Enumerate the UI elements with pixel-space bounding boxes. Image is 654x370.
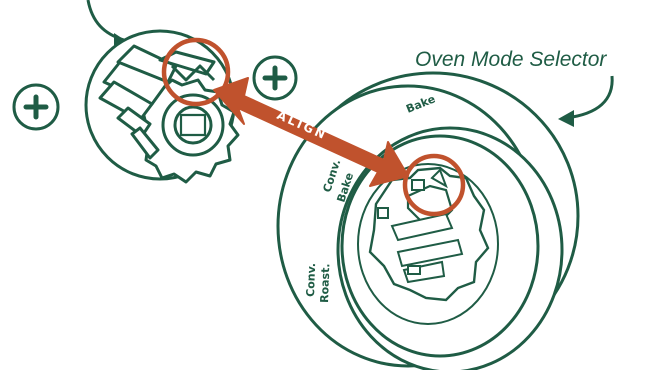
ring-socket-slot [396,238,464,268]
selector-alignment-highlight [402,153,466,217]
plus-icon [12,83,60,131]
mode-label-conv-roast-line2: Roast. [318,263,332,303]
mode-label-conv-roast-line1: Conv. [304,263,318,297]
knob-alignment-highlight [161,37,231,107]
ring-socket-tab [377,207,389,219]
mode-selector-ring [276,71,580,370]
knob-notch-edge [170,64,216,82]
oven-mode-selector-title: Oven Mode Selector [415,48,607,71]
plus-icon [252,55,298,101]
ring-socket-slot [402,260,446,284]
ring-socket-tab [411,179,425,191]
ring-socket-tab [407,265,421,275]
ring-socket-notch [430,168,448,189]
knob-hub-keyway [179,113,207,137]
title-pointer-arrow [558,75,614,127]
ring-socket-slot [390,212,454,242]
knob-rib [130,126,160,160]
knob-shaft-part [84,29,240,184]
